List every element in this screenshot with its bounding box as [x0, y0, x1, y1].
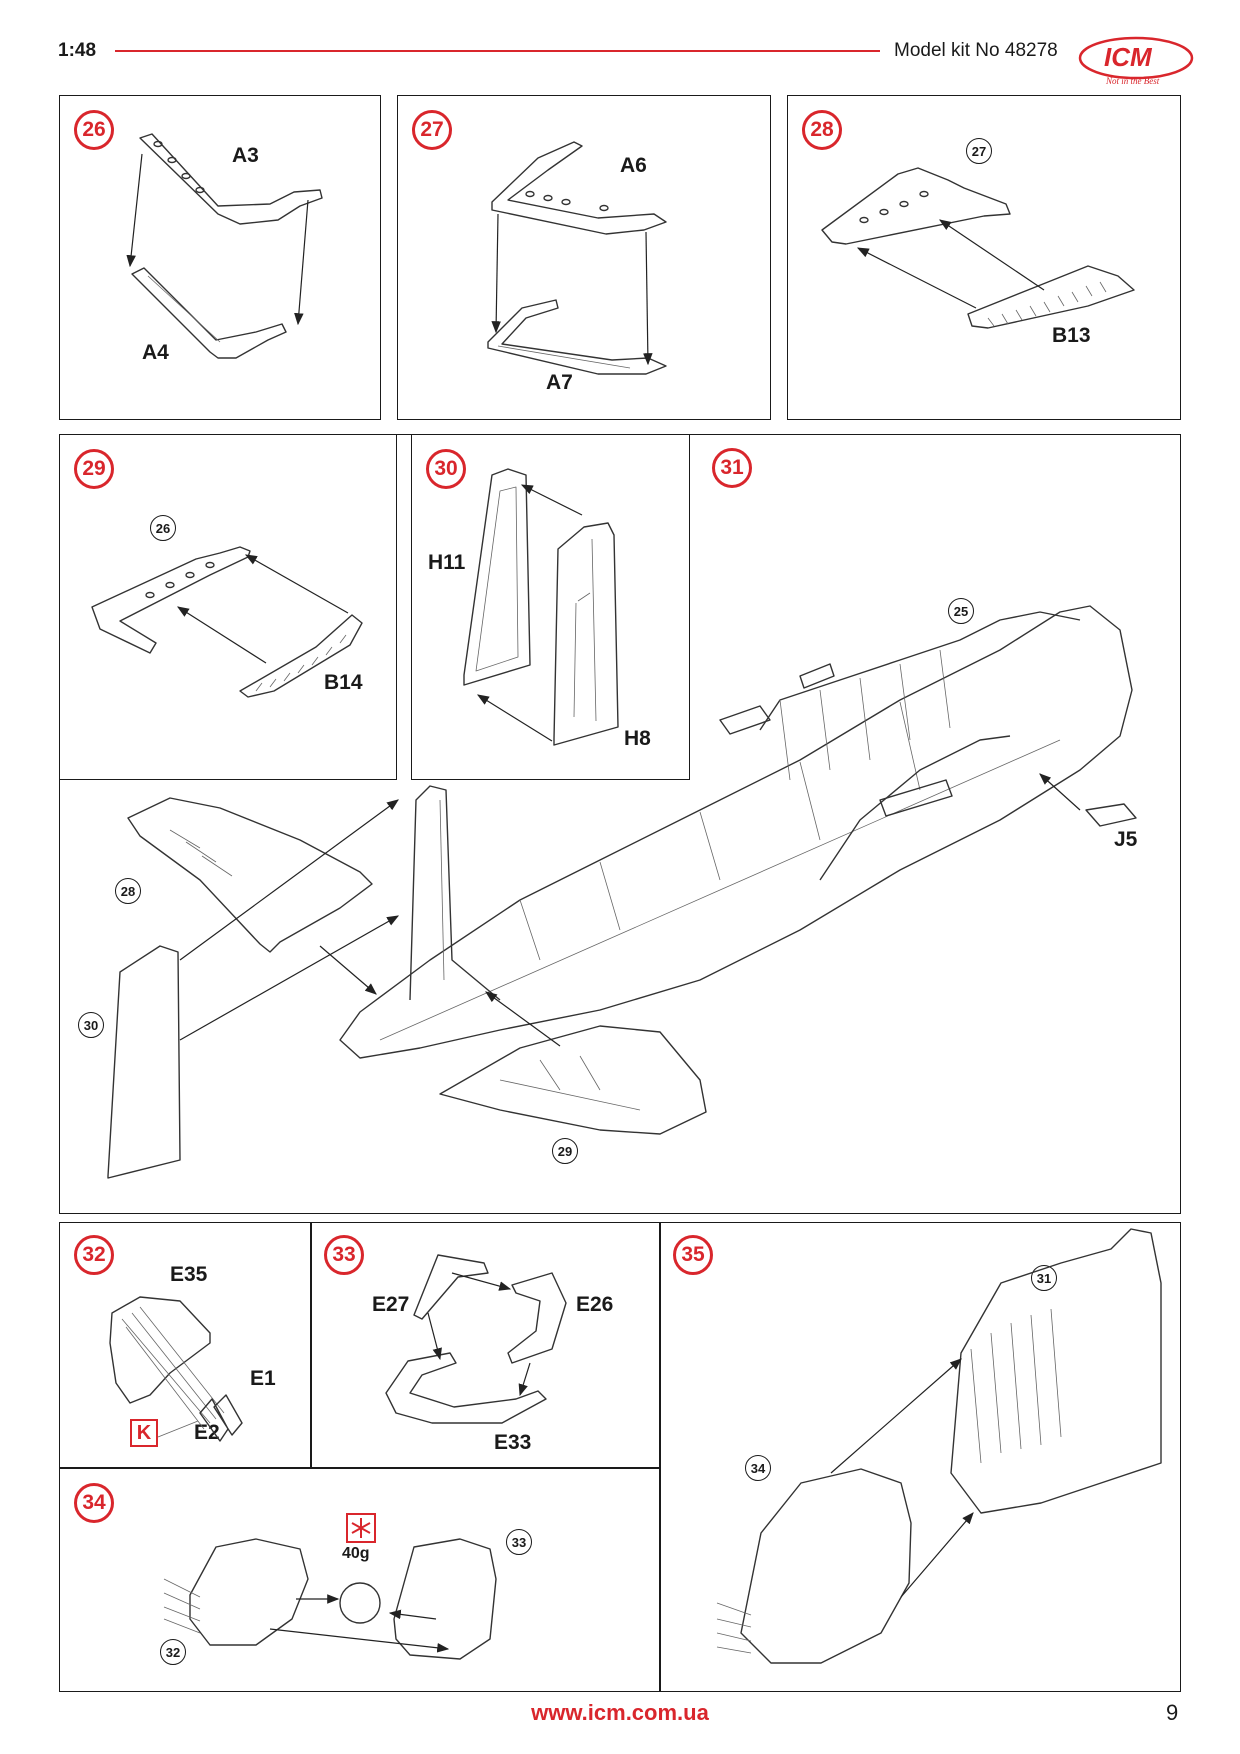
part-j5-label: J5 [1114, 828, 1138, 851]
ref-step-28: 28 [115, 878, 141, 904]
ref-step-26: 26 [150, 515, 176, 541]
part-e1-label: E1 [250, 1367, 276, 1390]
ref-step-34: 34 [745, 1455, 771, 1481]
step-30-number: 30 [426, 449, 466, 489]
wing-tail-drawing [821, 167, 1135, 329]
stabilizer-drawing [126, 133, 323, 359]
step-27-number: 27 [412, 110, 452, 150]
svg-text:Not in the Best: Not in the Best [1105, 76, 1160, 86]
ref-step-29: 29 [552, 1138, 578, 1164]
part-e33-label: E33 [494, 1431, 532, 1454]
icm-logo: ICM Not in the Best [1078, 30, 1198, 90]
ref-step-27: 27 [966, 138, 992, 164]
step-33-panel: 33 E27 E26 E33 [311, 1222, 660, 1468]
step-32-panel: 32 E35 E1 E2 K [59, 1222, 311, 1468]
step-35-panel: 35 31 34 [660, 1222, 1181, 1692]
part-e35-label: E35 [170, 1263, 208, 1286]
header-rule [115, 50, 880, 52]
stabilizer-drawing [487, 141, 667, 375]
step-31-cutout [59, 434, 690, 780]
ref-step-32: 32 [160, 1639, 186, 1665]
step-32-number: 32 [74, 1235, 114, 1275]
step-34-panel: 34 33 32 40g [59, 1468, 660, 1692]
weight-icon [346, 1513, 376, 1543]
nose-guns-drawing [109, 1296, 243, 1442]
step-28-panel: 28 27 B13 [787, 95, 1181, 420]
step-35-number: 35 [673, 1235, 713, 1275]
part-e2-label: E2 [194, 1421, 220, 1444]
nose-weight-drawing [163, 1538, 497, 1660]
step-26-number: 26 [74, 110, 114, 150]
part-e26-label: E26 [576, 1293, 614, 1316]
ref-step-30: 30 [78, 1012, 104, 1038]
paint-code-k: K [130, 1419, 158, 1447]
step-28-number: 28 [802, 110, 842, 150]
part-b13-label: B13 [1052, 324, 1091, 347]
ref-step-25: 25 [948, 598, 974, 624]
scale-label: 1:48 [58, 40, 97, 61]
step-27-panel: 27 A6 A7 [397, 95, 771, 420]
step-34-number: 34 [74, 1483, 114, 1523]
part-h11-label: H11 [428, 551, 466, 574]
svg-text:ICM: ICM [1104, 42, 1153, 72]
nose-fuselage-drawing [716, 1228, 1162, 1664]
ref-step-33: 33 [506, 1529, 532, 1555]
footer-url[interactable]: www.icm.com.ua [531, 1700, 709, 1725]
part-a6-label: A6 [620, 154, 647, 177]
nose-cowl-drawing [385, 1254, 567, 1424]
step-33-number: 33 [324, 1235, 364, 1275]
step-26-panel: 26 A3 A4 [59, 95, 381, 420]
part-a4-label: A4 [142, 341, 169, 364]
part-a7-label: A7 [546, 371, 573, 394]
step-31-number: 31 [712, 448, 752, 488]
kit-number: Model kit No 48278 [894, 40, 1058, 61]
page-number: 9 [1166, 1700, 1179, 1725]
part-a3-label: A3 [232, 144, 259, 167]
weight-label: 40g [342, 1545, 370, 1562]
step-29-number: 29 [74, 449, 114, 489]
step-31-panel [59, 434, 1181, 1214]
part-e27-label: E27 [372, 1293, 410, 1316]
